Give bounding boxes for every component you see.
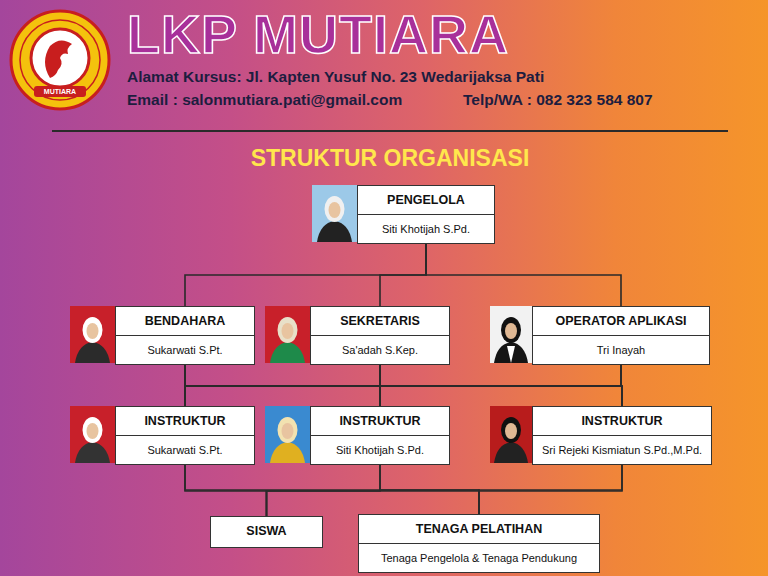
title: LKP MUTIARA	[127, 4, 509, 64]
logo-text: MUTIARA	[34, 86, 86, 97]
connector-line	[479, 465, 622, 514]
connector-line	[621, 365, 622, 406]
connector-line	[426, 244, 621, 306]
person-name: Sa'adah S.Kep.	[311, 336, 449, 364]
photo	[70, 406, 115, 463]
connector-line	[380, 365, 621, 406]
connector-line	[185, 365, 622, 406]
person-name: Tenaga Pengelola & Tenaga Pendukung	[359, 544, 599, 572]
role-title: TENAGA PELATIHAN	[359, 515, 599, 544]
connector-line	[185, 465, 479, 514]
role-title: INSTRUKTUR	[533, 407, 711, 436]
role-title: SEKRETARIS	[311, 307, 449, 336]
photo	[490, 306, 532, 363]
person-name: Siti Khotijah S.Pd.	[311, 436, 449, 464]
phone-text: Telp/WA : 082 323 584 807	[463, 91, 653, 109]
role-title: INSTRUKTUR	[116, 407, 254, 436]
header-rule	[52, 130, 728, 132]
connector-line	[185, 365, 621, 406]
person-box: TENAGA PELATIHANTenaga Pengelola & Tenag…	[358, 514, 600, 573]
person-box: INSTRUKTURSukarwati S.Pt.	[115, 406, 255, 465]
person-box: SEKRETARISSa'adah S.Kep.	[310, 306, 450, 365]
photo	[265, 306, 310, 363]
address-text: Alamat Kursus: Jl. Kapten Yusuf No. 23 W…	[127, 68, 544, 86]
person-box: PENGELOLASiti Khotijah S.Pd.	[357, 185, 495, 244]
person-name: Sukarwati S.Pt.	[116, 336, 254, 364]
photo	[312, 185, 357, 242]
role-title: PENGELOLA	[358, 186, 494, 215]
email-text: Email : salonmutiara.pati@gmail.com	[127, 91, 402, 109]
connector-line	[380, 244, 426, 306]
person-name: Sukarwati S.Pt.	[116, 436, 254, 464]
photo	[265, 406, 310, 463]
photo	[490, 406, 532, 463]
chart-heading: STRUKTUR ORGANISASI	[20, 145, 760, 172]
person-name: Sri Rejeki Kismiatun S.Pd.,M.Pd.	[533, 436, 711, 464]
logo	[11, 11, 109, 109]
connector-line	[185, 244, 426, 306]
person-box: INSTRUKTURSri Rejeki Kismiatun S.Pd.,M.P…	[532, 406, 712, 465]
role-title: BENDAHARA	[116, 307, 254, 336]
connector-line	[267, 465, 623, 516]
person-name: Tri Inayah	[533, 336, 709, 364]
person-box: INSTRUKTURSiti Khotijah S.Pd.	[310, 406, 450, 465]
person-box: OPERATOR APLIKASITri Inayah	[532, 306, 710, 365]
connector-line	[380, 465, 479, 514]
role-title: INSTRUKTUR	[311, 407, 449, 436]
role-title: OPERATOR APLIKASI	[533, 307, 709, 336]
person-box: BENDAHARASukarwati S.Pt.	[115, 306, 255, 365]
group-box: SISWA	[210, 516, 323, 548]
person-name: Siti Khotijah S.Pd.	[358, 215, 494, 243]
connector-line	[380, 365, 622, 406]
role-title: SISWA	[211, 517, 322, 545]
photo	[70, 306, 115, 363]
